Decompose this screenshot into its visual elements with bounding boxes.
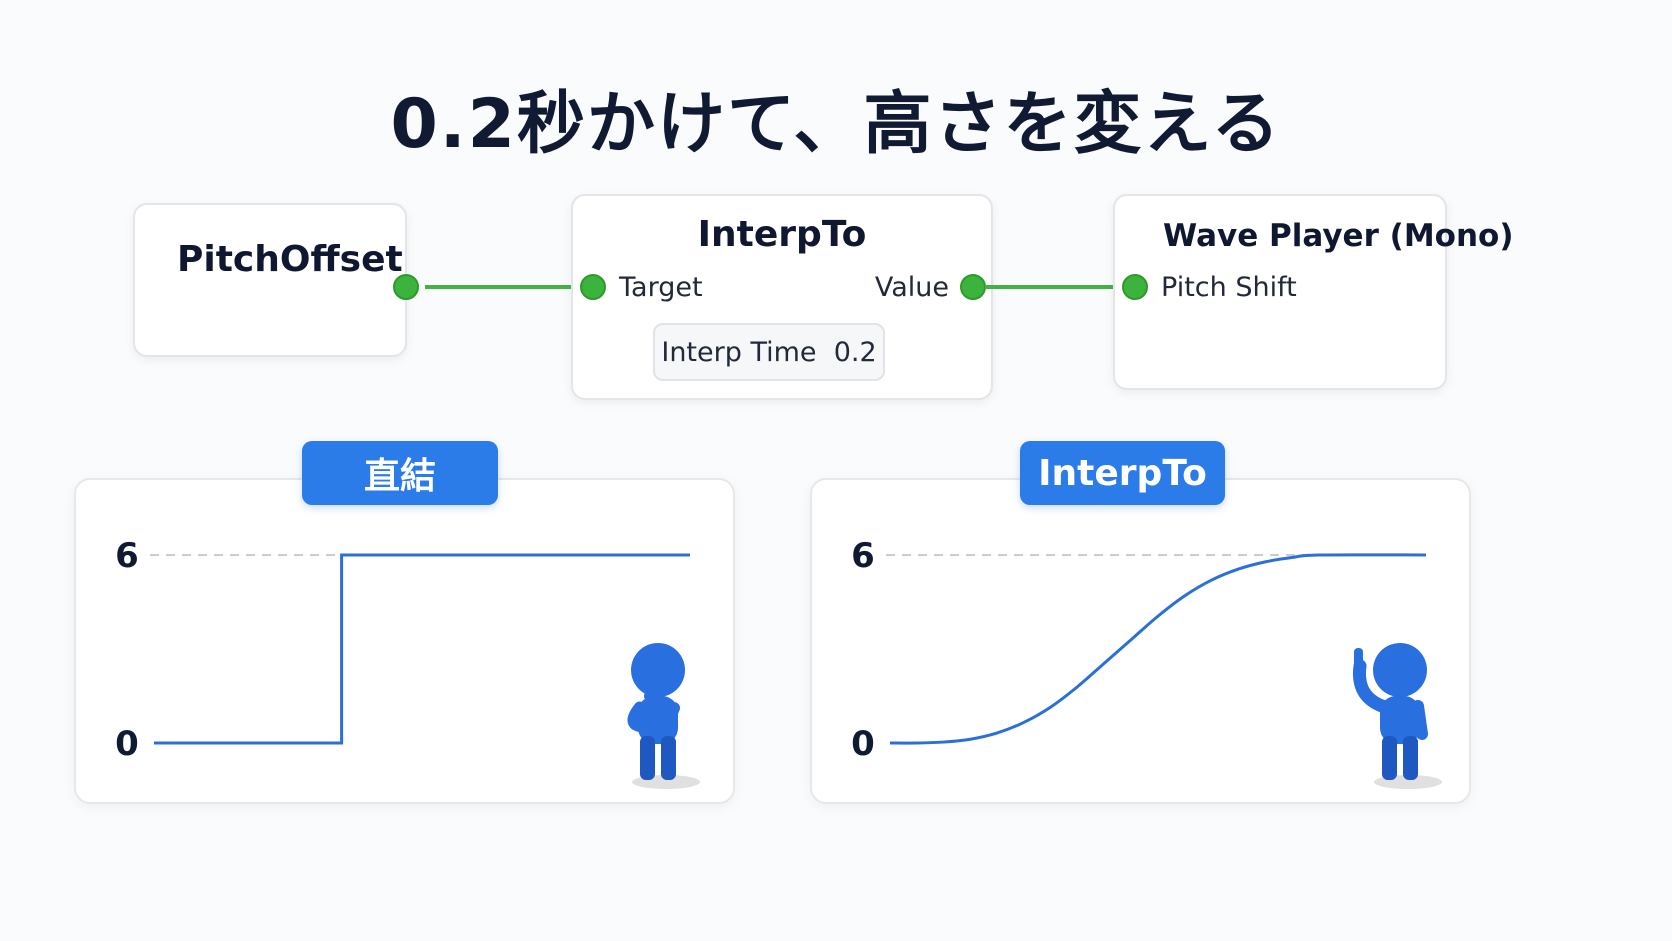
interp-chart: 60 bbox=[851, 536, 1442, 789]
direct-chart: 60 bbox=[115, 536, 700, 789]
y-tick-label-0: 0 bbox=[851, 724, 875, 764]
interp-time-field[interactable]: Interp Time 0.2 bbox=[653, 323, 885, 381]
wire-pitchoffset-to-target bbox=[425, 285, 582, 289]
series-line-0 bbox=[154, 553, 690, 745]
wave-player-node-title: Wave Player (Mono) bbox=[1163, 218, 1514, 254]
target-input-pin[interactable] bbox=[580, 274, 606, 300]
thinking-person-icon bbox=[627, 643, 700, 789]
y-tick-label-6: 6 bbox=[115, 536, 139, 576]
interp-chart-badge: InterpTo bbox=[1020, 441, 1225, 505]
wave-player-node[interactable]: Wave Player (Mono) Pitch Shift bbox=[1113, 194, 1514, 390]
y-tick-label-0: 0 bbox=[115, 724, 139, 764]
target-pin-label: Target bbox=[619, 272, 703, 303]
pitch-offset-output-pin[interactable] bbox=[393, 274, 419, 300]
pitch-offset-node[interactable]: PitchOffset bbox=[133, 203, 407, 357]
pitch-shift-pin-label: Pitch Shift bbox=[1161, 272, 1297, 303]
series-line-1 bbox=[889, 553, 1427, 745]
page-title: 0.2秒かけて、高さを変える bbox=[390, 85, 1282, 164]
value-pin-label: Value bbox=[874, 272, 949, 303]
y-tick-label-6: 6 bbox=[851, 536, 875, 576]
pitch-offset-node-title: PitchOffset bbox=[177, 239, 403, 280]
value-output-pin[interactable] bbox=[960, 274, 986, 300]
interp-to-node[interactable]: InterpTo Target Value Interp Time 0.2 bbox=[571, 194, 993, 400]
idea-person-icon bbox=[1352, 643, 1442, 789]
direct-chart-panel bbox=[74, 478, 735, 804]
pitch-shift-input-pin[interactable] bbox=[1122, 274, 1148, 300]
wire-value-to-pitch-shift bbox=[985, 285, 1123, 289]
interp-to-node-title: InterpTo bbox=[697, 214, 867, 255]
direct-chart-badge: 直結 bbox=[302, 441, 498, 505]
